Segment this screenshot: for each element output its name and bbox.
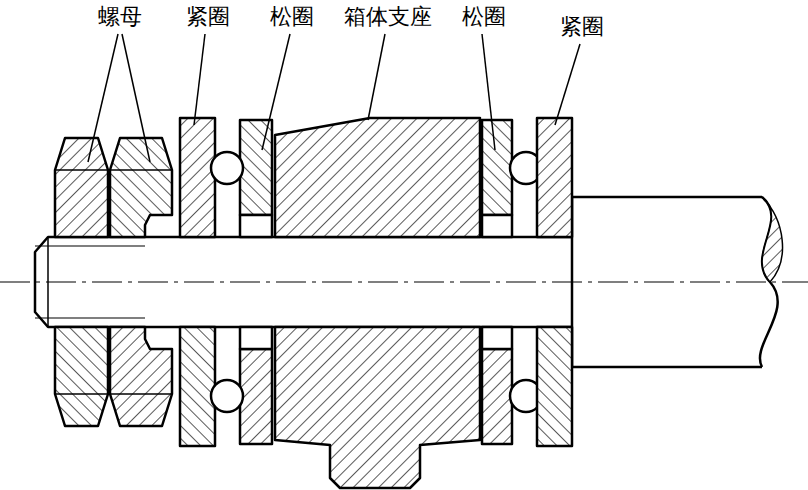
loose-ring-bore: [240, 215, 272, 237]
center-line: [0, 281, 808, 282]
thread-line: [35, 245, 145, 246]
leader-line: [194, 34, 205, 125]
leader-line: [555, 44, 580, 125]
nut: [55, 138, 108, 237]
part-label: 松圈: [268, 4, 316, 30]
chamfer-line: [47, 237, 49, 327]
part-label: 螺母: [96, 4, 144, 30]
part-label: 紧圈: [184, 4, 232, 30]
part-label: 松圈: [460, 4, 508, 30]
leader-line: [262, 34, 290, 150]
leader-line: [482, 34, 495, 150]
ball: [211, 152, 243, 184]
tight-ring: [180, 118, 215, 237]
bearing-half: [55, 118, 572, 237]
loose-ring-bore: [482, 215, 512, 237]
break-section: [762, 197, 782, 282]
shaft-shoulder: [572, 197, 762, 367]
housing-support: [275, 118, 480, 237]
leader-line: [88, 34, 118, 162]
leader-line: [122, 34, 150, 162]
part-label: 紧圈: [558, 14, 606, 40]
shaft-end: [35, 237, 145, 327]
leader-lines: [88, 34, 580, 162]
leader-line: [368, 34, 385, 120]
part-label: 箱体支座: [342, 4, 434, 30]
thread-line: [35, 317, 145, 318]
nut: [110, 138, 172, 237]
housing-support: [275, 327, 480, 488]
tight-ring: [537, 118, 572, 237]
loose-ring: [240, 120, 272, 215]
nut-chamfer: [55, 169, 172, 171]
loose-ring: [482, 120, 512, 215]
